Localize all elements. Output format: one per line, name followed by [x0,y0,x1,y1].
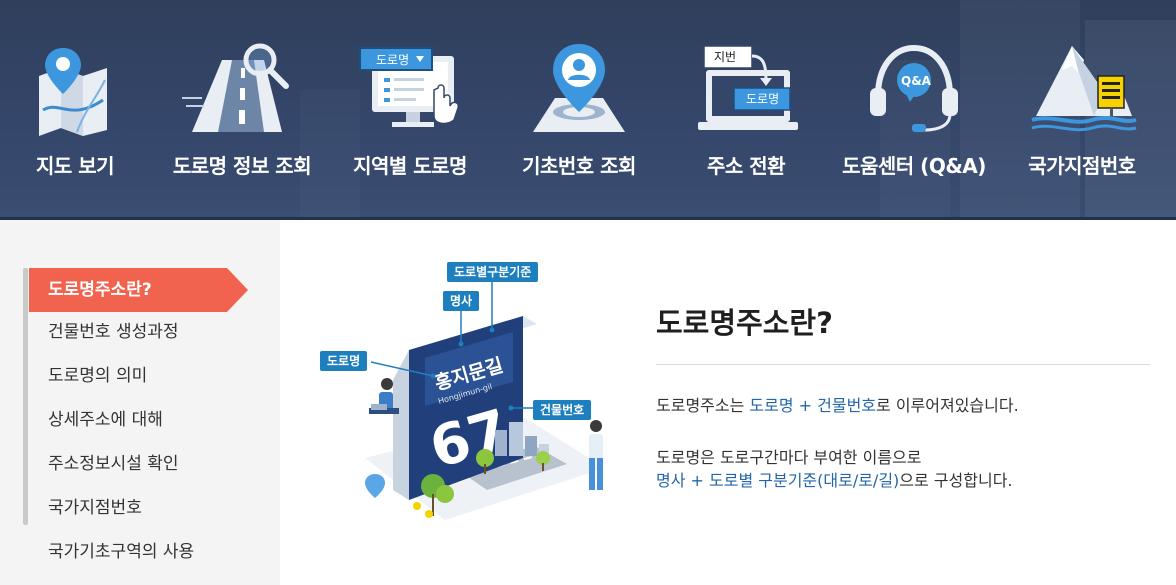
highlight-text: 명사 + 도로별 구분기준(대로/로/길) [656,471,900,490]
menu-label: 지역별 도로명 [353,154,467,178]
headset-qa-icon: Q&A [870,44,958,132]
description-paragraph-2-line-1: 도로명은 도로구간마다 부여한 이름으로 [656,448,922,467]
monitor-dropdown-icon: 도로명 [359,47,460,127]
menu-label: 도로명 정보 조회 [172,154,312,178]
menu-label: 국가지점번호 [1028,154,1136,178]
main-menu: 지도 보기 도로명 정보 조회 [0,0,1176,220]
menu-label: 도움센터 (Q&A) [842,154,986,178]
description-paragraph-2-line-2: 명사 + 도로별 구분기준(대로/로/길)으로 구성합니다. [656,468,1013,493]
menu-address-convert[interactable]: 지번 도로명 주소 전환 [686,0,806,218]
title-divider [656,364,1150,365]
menu-help-center[interactable]: Q&A 도움센터 (Q&A) [842,0,986,218]
sidebar-item-active[interactable]: 도로명주소란? [29,268,248,312]
sidebar-item-road-meaning[interactable]: 도로명의 의미 [48,366,148,386]
menu-label: 기초번호 조회 [522,154,636,178]
road-magnifier-icon [182,43,289,132]
menu-regional-road[interactable]: 도로명 지역별 도로명 [350,0,470,218]
sidebar-item-label: 도로명주소란? [48,280,152,300]
text: 로 이루어져있습니다. [876,396,1019,415]
text: 으로 구성합니다. [899,471,1013,490]
sidebar-scroll-track [23,268,28,525]
top-nav-banner: 지도 보기 도로명 정보 조회 [0,0,1176,220]
page-title: 도로명주소란? [656,306,833,340]
menu-label: 지도 보기 [35,154,115,178]
menu-base-number[interactable]: 기초번호 조회 [519,0,639,218]
road-sign-illustration: 홍지문길 Hongjimun-gil 67 [305,258,625,528]
text: 도로명주소는 [656,396,750,415]
svg-text:지번: 지번 [714,50,736,64]
sidebar-item-building-number[interactable]: 건물번호 생성과정 [48,322,179,342]
sidebar-item-facility-check[interactable]: 주소정보시설 확인 [48,454,179,474]
address-convert-icon: 지번 도로명 [698,45,798,130]
banner-bottom-border [0,217,1176,220]
description-paragraph-1: 도로명주소는 도로명 + 건물번호로 이루어져있습니다. [656,393,1019,418]
sidebar-item-basic-zone[interactable]: 국가기초구역의 사용 [48,542,195,562]
tag-building-number: 건물번호 [533,400,592,420]
location-person-icon [533,44,625,132]
tag-noun: 명사 [443,291,480,311]
menu-national-point[interactable]: 국가지점번호 [1022,0,1142,218]
menu-map-view[interactable]: 지도 보기 [15,0,135,218]
menu-road-info[interactable]: 도로명 정보 조회 [173,0,312,218]
sidebar-item-national-point[interactable]: 국가지점번호 [48,498,142,518]
road-sign-graphic: 홍지문길 Hongjimun-gil 67 [365,280,605,520]
mountain-sign-icon [1031,46,1137,132]
menu-label: 주소 전환 [706,154,786,178]
highlight-text: 도로명 + 건물번호 [749,396,877,415]
tag-road-name: 도로명 [320,351,368,371]
svg-text:Q&A: Q&A [901,74,932,88]
map-pin-icon [39,48,107,136]
tag-road-standard: 도로별구분기준 [447,262,539,282]
svg-text:도로명: 도로명 [746,92,779,106]
sidebar: 도로명주소란? 건물번호 생성과정 도로명의 의미 상세주소에 대해 주소정보시… [0,220,280,585]
sidebar-item-detail-address[interactable]: 상세주소에 대해 [48,410,163,430]
svg-text:도로명: 도로명 [376,53,409,67]
